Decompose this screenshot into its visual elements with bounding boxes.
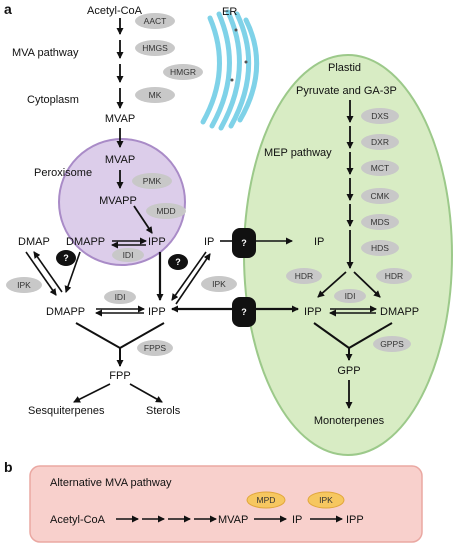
ip-plastid: IP [314,236,324,248]
panel-b-label: b [4,459,13,475]
enzyme-ipk-right: IPK [201,276,237,292]
sesquiterpenes-label: Sesquiterpenes [28,405,105,417]
monoterpenes-label: Monoterpenes [314,415,385,427]
peroxisome-label: Peroxisome [34,167,92,179]
fpps-merge [75,322,165,367]
svg-text:MPD: MPD [257,495,276,505]
mep-pathway-label: MEP pathway [264,147,332,159]
panel-a-label: a [4,1,12,17]
enzyme-idi-peroxisome: IDI [112,248,144,262]
svg-text:IPK: IPK [17,280,31,290]
mvapp-peroxisome: MVAPP [99,195,137,207]
enzyme-aact: AACT [135,13,175,29]
transporter-ipp: ? [232,297,256,327]
enzyme-mct: MCT [361,160,399,176]
svg-text:GPPS: GPPS [380,339,404,349]
transporter-peroxisome-left: ? [56,250,76,266]
dmapp-cytosol: DMAPP [46,306,85,318]
ipp-plastid: IPP [304,306,322,318]
dmapp-peroxisome: DMAPP [66,236,105,248]
svg-text:IDI: IDI [345,291,356,301]
svg-text:MCT: MCT [371,163,389,173]
mvap-peroxisome: MVAP [105,154,135,166]
enzyme-dxr: DXR [361,134,399,150]
er-membranes [200,9,260,131]
svg-text:?: ? [241,238,247,248]
svg-text:IPK: IPK [212,279,226,289]
enzyme-hds: HDS [361,240,399,256]
peroxisome-arrows [116,128,153,234]
mvap-cytoplasm: MVAP [105,113,135,125]
enzyme-fpps: FPPS [137,340,173,356]
enzyme-hmgs: HMGS [135,40,175,56]
svg-text:MDS: MDS [371,217,390,227]
svg-text:HDR: HDR [295,271,313,281]
svg-text:MDD: MDD [156,206,175,216]
svg-text:IDI: IDI [123,250,134,260]
alt-acetyl-coa: Acetyl-CoA [50,514,106,526]
svg-text:DXR: DXR [371,137,389,147]
enzyme-ipk-left: IPK [6,277,42,293]
svg-text:?: ? [175,257,181,267]
enzyme-hdr-right: HDR [376,268,412,284]
enzyme-gpps: GPPS [373,336,411,352]
sterols-label: Sterols [146,405,181,417]
plastid-compartment [243,54,453,456]
cytoplasm-label: Cytoplasm [27,94,79,106]
ip-cytosol: IP [204,236,214,248]
fpp-label: FPP [109,370,130,382]
plastid-label: Plastid [328,62,361,74]
er-label: ER [222,6,237,18]
hds-branch-arrows [317,271,381,298]
gpps-merge [313,322,393,361]
gpp-label: GPP [337,365,360,377]
enzyme-idi-cytosol: IDI [104,290,136,304]
enzyme-mds: MDS [361,214,399,230]
svg-text:DXS: DXS [371,111,389,121]
enzyme-idi-plastid: IDI [334,289,366,303]
alt-pathway-title: Alternative MVA pathway [50,477,172,489]
dmap-label: DMAP [18,236,50,248]
enzyme-pmk: PMK [132,173,172,189]
svg-text:AACT: AACT [144,16,167,26]
pyruvate-ga3p-label: Pyruvate and GA-3P [296,85,397,97]
svg-text:?: ? [241,307,247,317]
svg-text:PMK: PMK [143,176,162,186]
alt-mvap: MVAP [218,514,248,526]
alt-ip: IP [292,514,302,526]
enzyme-mdd: MDD [146,203,186,219]
enzyme-mpd: MPD [246,491,286,509]
ip-ipp-arrows [171,251,211,305]
alt-ipp: IPP [346,514,364,526]
dmapp-plastid: DMAPP [380,306,419,318]
svg-text:HMGR: HMGR [170,67,196,77]
svg-text:HDR: HDR [385,271,403,281]
alt-pathway-box [29,465,423,543]
peroxisome-compartment [58,138,186,266]
enzyme-hmgr: HMGR [163,64,203,80]
svg-text:HDS: HDS [371,243,389,253]
enzyme-hdr-left: HDR [286,268,322,284]
svg-text:CMK: CMK [371,191,390,201]
dmap-dmapp-arrows [25,251,81,296]
enzyme-mk: MK [135,87,175,103]
enzyme-ipk-alt: IPK [307,491,345,509]
svg-text:IDI: IDI [115,292,126,302]
enzyme-dxs: DXS [361,108,399,124]
mva-pathway-label: MVA pathway [12,47,79,59]
enzyme-cmk: CMK [361,188,399,204]
acetyl-coa-label: Acetyl-CoA [87,5,143,17]
transporter-peroxisome-right: ? [168,254,188,270]
ipp-peroxisome: IPP [148,236,166,248]
ipp-cytosol: IPP [148,306,166,318]
transporter-ip: ? [232,228,256,258]
svg-text:HMGS: HMGS [142,43,168,53]
fpp-branches [73,383,163,403]
svg-text:IPK: IPK [319,495,333,505]
svg-text:FPPS: FPPS [144,343,167,353]
svg-text:?: ? [63,253,69,263]
svg-text:MK: MK [149,90,162,100]
